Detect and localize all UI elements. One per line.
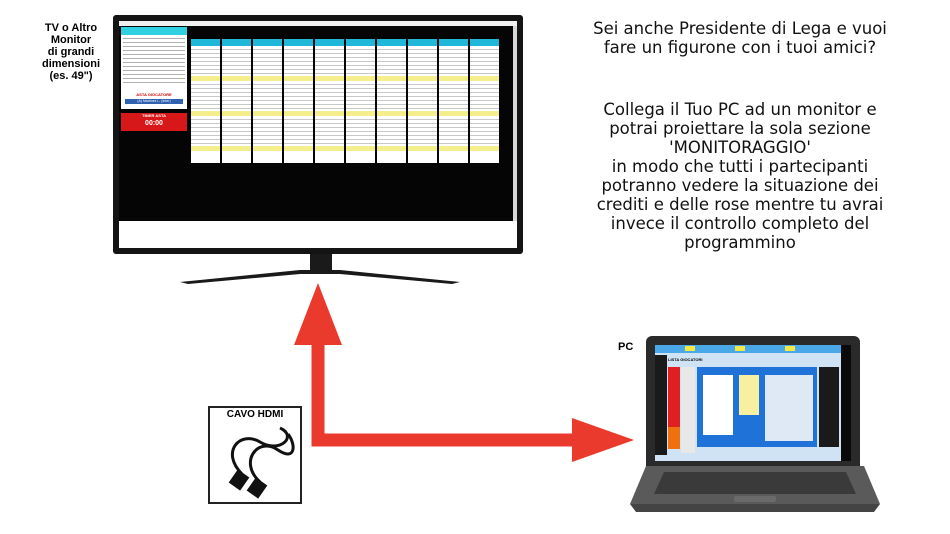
team-columns	[191, 39, 499, 163]
monitoraggio-view: ASTA GIOCATORE (A) Martinez L. (Inter) T…	[119, 21, 517, 221]
summary-table-header	[121, 27, 187, 35]
screen-bottom-area	[119, 221, 517, 248]
window-titlebar	[119, 21, 517, 26]
team-column	[408, 39, 437, 163]
arrow-path	[311, 335, 575, 447]
team-column	[284, 39, 313, 163]
asta-giocatore-label: ASTA GIOCATORE	[136, 92, 172, 97]
team-column	[377, 39, 406, 163]
laptop-screen: LISTA GIOCATORI	[655, 345, 851, 461]
timer-asta-label: TIMER ASTA	[142, 113, 166, 118]
team-column	[439, 39, 468, 163]
hdmi-cable-label: CAVO HDMI	[226, 409, 284, 420]
question-text: Sei anche Presidente di Lega e vuoi fare…	[593, 19, 887, 57]
laptop-base	[630, 466, 880, 512]
asta-giocatore-box: ASTA GIOCATORE (A) Martinez L. (Inter)	[121, 92, 187, 109]
tv-label: TV o Altro Monitor di grandi dimensioni …	[41, 22, 101, 82]
laptop-app-header: LISTA GIOCATORI	[668, 357, 703, 362]
asta-giocatore-value: (A) Martinez L. (Inter)	[125, 99, 183, 104]
timer-asta-value: 00:00	[145, 120, 163, 127]
hdmi-cable-box: CAVO HDMI	[208, 406, 302, 504]
timer-asta-box: TIMER ASTA 00:00	[121, 113, 187, 131]
team-column	[315, 39, 344, 163]
laptop-app-view	[655, 345, 851, 461]
team-column	[191, 39, 220, 163]
summary-table	[121, 27, 187, 95]
team-column	[222, 39, 251, 163]
hdmi-cable-icon	[228, 426, 295, 499]
description-text: Collega il Tuo PC ad un monitor e potrai…	[596, 100, 884, 252]
team-column	[346, 39, 375, 163]
arrow-up-head	[294, 283, 342, 345]
team-column	[470, 39, 499, 163]
arrow-right-head	[572, 418, 634, 462]
tv-screen: ASTA GIOCATORE (A) Martinez L. (Inter) T…	[119, 21, 517, 248]
scrollbar[interactable]	[513, 26, 517, 221]
tv-stand-base	[180, 270, 460, 284]
team-column	[253, 39, 282, 163]
pc-label: PC	[618, 341, 634, 353]
tv-stand-neck	[310, 254, 332, 272]
